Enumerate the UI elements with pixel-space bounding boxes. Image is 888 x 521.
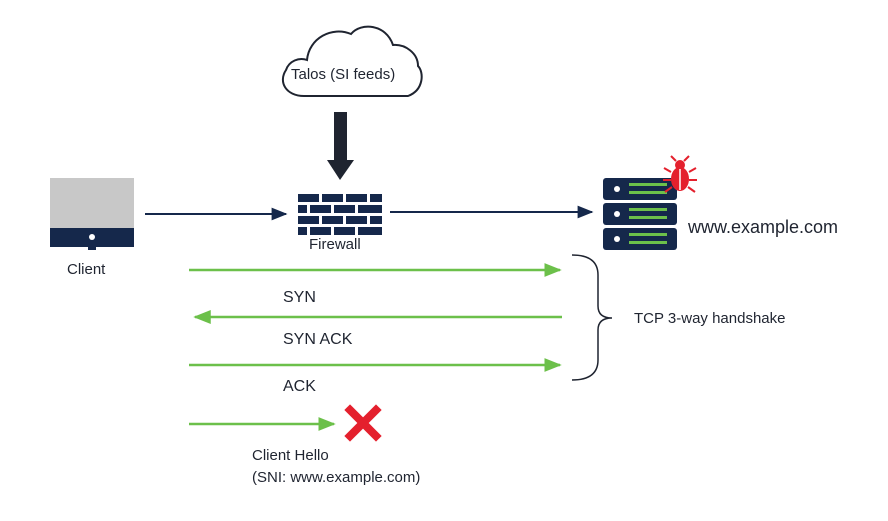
server-label: www.example.com	[688, 217, 839, 237]
client-hello-label: Client Hello	[252, 447, 329, 464]
server-icon	[603, 178, 677, 250]
cloud-icon	[281, 25, 423, 97]
monitor-icon	[50, 178, 134, 250]
firewall-icon	[298, 194, 382, 235]
ack-label: ACK	[283, 378, 316, 395]
firewall-label: Firewall	[309, 236, 361, 253]
client-label: Client	[67, 261, 106, 278]
cloud-label: Talos (SI feeds)	[291, 66, 396, 83]
handshake-brace	[571, 254, 613, 381]
sni-label: (SNI: www.example.com)	[252, 469, 421, 486]
syn-ack-label: SYN ACK	[283, 331, 353, 348]
blocked-x-icon	[344, 404, 382, 442]
bug-icon	[663, 155, 697, 193]
handshake-label: TCP 3-way handshake	[634, 310, 786, 327]
syn-label: SYN	[283, 289, 316, 306]
feed-arrow	[327, 112, 354, 180]
